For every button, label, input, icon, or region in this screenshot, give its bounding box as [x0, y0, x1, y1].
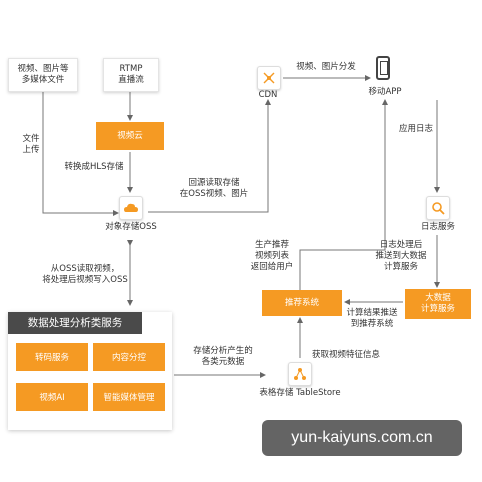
recommend-system-node: 推荐系统	[262, 290, 342, 316]
mobile-phone-icon	[376, 56, 390, 80]
transcode-service: 转码服务	[16, 343, 88, 371]
video-image-dist-label: 视频、图片分发	[296, 62, 356, 72]
cdn-label: CDN	[258, 90, 278, 100]
cdn-icon	[257, 66, 281, 90]
watermark: yun-kaiyuns.com.cn	[262, 420, 462, 456]
tablestore-label: 表格存储 TableStore	[259, 388, 341, 398]
mobile-app-label: 移动APP	[368, 87, 402, 97]
log-service-icon	[426, 196, 450, 220]
app-log-label: 应用日志	[398, 124, 433, 134]
oss-icon	[119, 196, 143, 220]
read-from-oss-label: 从OSS读取视频， 将处理后视频写入OSS	[42, 264, 128, 285]
store-meta-label: 存储分析产生的 各类元数据	[193, 346, 253, 367]
back-to-origin-label: 回源读取存储 在OSS视频、图片	[179, 178, 249, 199]
gen-recommend-label: 生产推荐 视频列表 返回给用户	[250, 240, 294, 272]
tablestore-icon	[288, 362, 312, 386]
get-features-label: 获取视频特征信息	[311, 350, 380, 360]
log-push-label: 日志处理后 推送到大数据 计算服务	[375, 240, 427, 272]
calc-push-label: 计算结果推送 到推荐系统	[346, 308, 398, 329]
rtmp-node: RTMP 直播流	[103, 58, 159, 92]
video-cloud-node: 视频云	[96, 122, 164, 150]
file-upload-label: 文件 上传	[22, 134, 40, 155]
data-processing-panel-title: 数据处理分析类服务	[8, 312, 142, 334]
content-moderation-service: 内容分控	[93, 343, 165, 371]
log-service-label: 日志服务	[420, 222, 455, 232]
convert-hls-label: 转换成HLS存储	[64, 162, 124, 172]
big-data-node: 大数据 计算服务	[405, 289, 471, 319]
oss-label: 对象存储OSS	[105, 222, 157, 232]
smart-media-management-service: 智能媒体管理	[93, 383, 165, 411]
media-files-node: 视频、图片等 多媒体文件	[8, 58, 78, 92]
video-ai-service: 视频AI	[16, 383, 88, 411]
